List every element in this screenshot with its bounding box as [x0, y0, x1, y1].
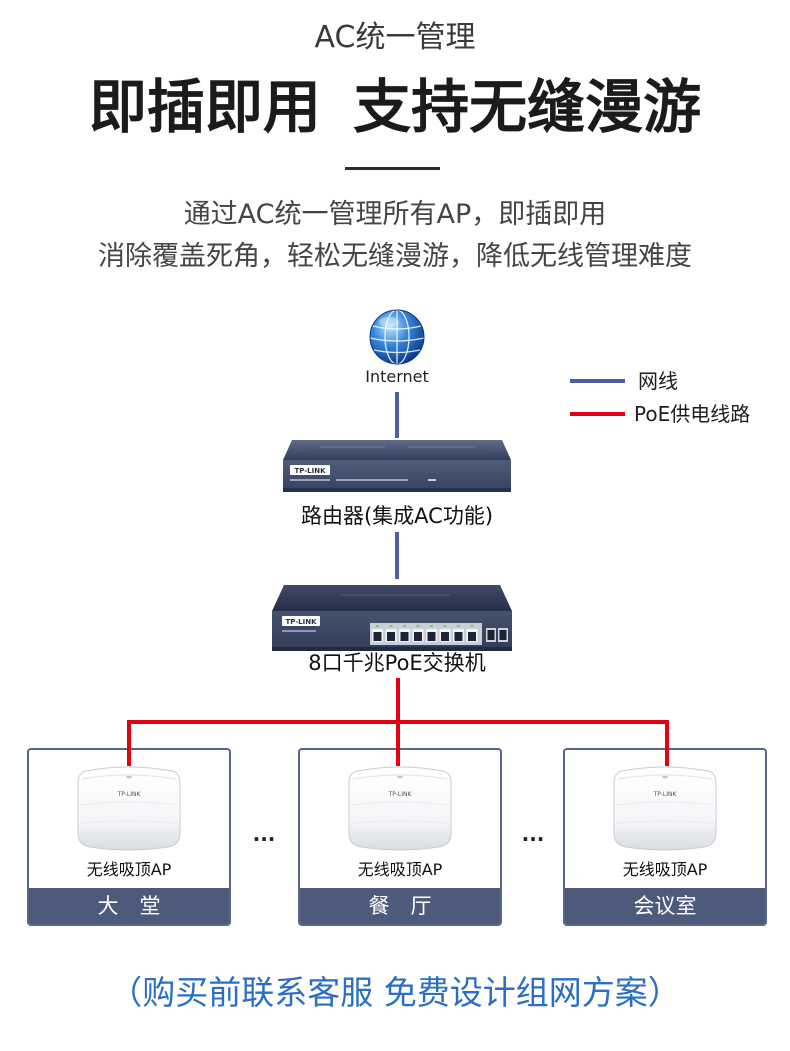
router-brand: TP-LINK	[294, 467, 326, 475]
more-areas-ellipsis: ...	[521, 822, 545, 846]
legend-label-ethernet: 网线	[638, 369, 678, 393]
switch-logo-badge: TP-LINK	[282, 616, 320, 626]
switch-port	[385, 629, 397, 642]
legend-swatch-poe	[570, 412, 625, 416]
page-title: 即插即用 支持无缝漫游	[88, 73, 702, 141]
switch-port	[453, 629, 464, 642]
router-logo-badge: TP-LINK	[290, 465, 330, 475]
poe-link-switch-trunk	[396, 678, 400, 724]
poe-link-drop-lobby	[127, 720, 131, 766]
ap-brand: TP-LINK	[117, 791, 142, 798]
switch-port	[372, 629, 383, 642]
switch-top-face	[272, 585, 512, 611]
globe-icon	[369, 309, 425, 365]
ceiling-ap-device: TP-LINK	[613, 766, 717, 851]
area-card-meeting-room: TP-LINK 无线吸顶AP 会议室	[563, 748, 767, 926]
switch-label: 8口千兆PoE交换机	[308, 651, 486, 675]
router-device: TP-LINK	[283, 440, 511, 492]
description-line-2: 消除覆盖死角，轻松无缝漫游，降低无线管理难度	[98, 241, 692, 272]
ap-brand: TP-LINK	[388, 791, 413, 798]
title-divider	[345, 167, 440, 170]
switch-sfp-port	[486, 628, 496, 642]
router-top-face	[283, 440, 511, 460]
more-areas-ellipsis: ...	[252, 822, 276, 846]
ceiling-ap-device: TP-LINK	[77, 766, 181, 851]
switch-sfp-port	[498, 628, 508, 642]
area-card-lobby: TP-LINK 无线吸顶AP 大 堂	[27, 748, 231, 926]
switch-brand: TP-LINK	[285, 618, 317, 626]
switch-port	[399, 629, 410, 642]
legend-label-poe: PoE供电线路	[634, 402, 751, 426]
poe-switch-device: TP-LINK	[272, 585, 512, 651]
ap-brand: TP-LINK	[653, 791, 678, 798]
poe-link-drop-restaurant	[396, 720, 400, 766]
router-label: 路由器(集成AC功能)	[300, 504, 494, 528]
ap-label: 无线吸顶AP	[357, 860, 443, 879]
cta-text: （购买前联系客服 免费设计组网方案）	[109, 973, 681, 1012]
area-name-lobby: 大 堂	[29, 888, 229, 924]
legend-swatch-ethernet	[570, 379, 625, 383]
ap-label: 无线吸顶AP	[622, 860, 708, 879]
ethernet-link-internet-router	[395, 392, 399, 438]
ap-label: 无线吸顶AP	[86, 860, 172, 879]
ceiling-ap-device: TP-LINK	[348, 766, 452, 851]
eyebrow-heading: AC统一管理	[314, 20, 476, 55]
internet-label: Internet	[365, 367, 429, 386]
description-line-1: 通过AC统一管理所有AP，即插即用	[183, 199, 607, 230]
area-card-restaurant: TP-LINK 无线吸顶AP 餐 厅	[298, 748, 502, 926]
switch-port	[466, 629, 478, 642]
area-name-restaurant: 餐 厅	[300, 888, 500, 924]
area-name-meeting-room: 会议室	[565, 888, 765, 924]
switch-status-leds	[376, 625, 474, 627]
switch-port	[412, 629, 424, 642]
switch-port	[426, 629, 437, 642]
switch-port	[439, 629, 451, 642]
poe-link-drop-meeting-room	[665, 720, 669, 766]
ethernet-link-router-switch	[395, 532, 399, 579]
